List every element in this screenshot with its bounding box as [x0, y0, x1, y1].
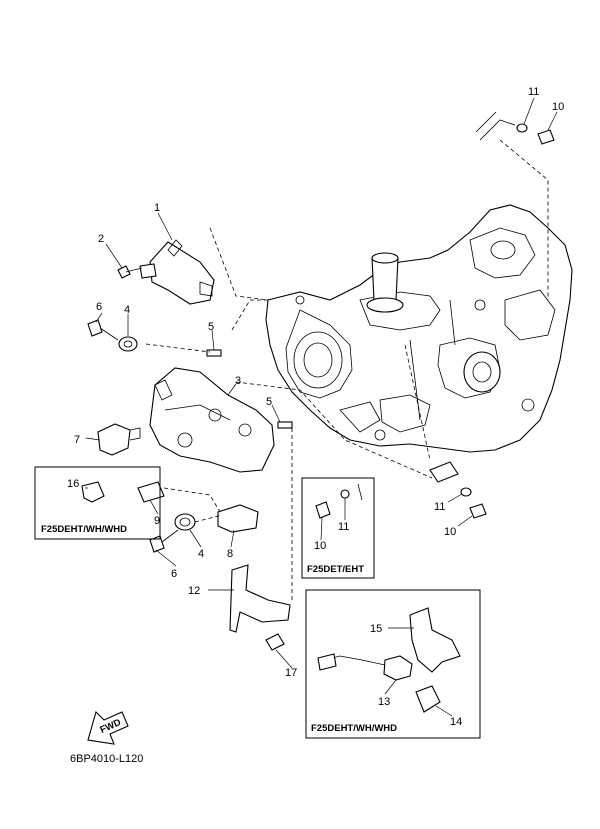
washer-11-right: [460, 487, 472, 497]
grommet-4-upper: [118, 336, 138, 352]
callout-15: 15: [370, 623, 382, 635]
variant-box-middle-title: F25DET/EHT: [307, 564, 364, 575]
variant-box-left: F25DEHT/WH/WHD: [34, 466, 161, 540]
assembly-lines: [145, 139, 549, 600]
bracket-plate: [149, 367, 275, 473]
fwd-arrow: FWD: [87, 710, 129, 745]
callout-7: 7: [74, 434, 80, 446]
bolt-6-lower: [149, 529, 179, 553]
bracket-12: [229, 564, 291, 633]
callout-8: 8: [227, 548, 233, 560]
callout-11-right: 11: [434, 501, 445, 513]
callout-10-middle: 10: [314, 540, 326, 552]
callout-5-upper: 5: [208, 321, 214, 333]
bracket-15: [409, 607, 461, 673]
engine-block: [265, 204, 573, 453]
ignition-coil: [139, 239, 215, 305]
bolt-17: [265, 633, 285, 651]
callout-5-middle: 5: [266, 396, 272, 408]
diagram-code: 6BP4010-L120: [70, 753, 143, 765]
clamp-7: [97, 423, 141, 456]
callout-3: 3: [235, 375, 241, 387]
grommet-4-lower: [174, 513, 196, 531]
callout-4-lower: 4: [198, 548, 204, 560]
bolt-10-top: [537, 129, 555, 145]
callout-9: 9: [154, 515, 160, 527]
variant-box-left-title: F25DEHT/WH/WHD: [41, 524, 127, 535]
bolt-10-right: [469, 503, 487, 519]
callout-13: 13: [378, 696, 390, 708]
callout-6-lower: 6: [171, 568, 177, 580]
sensor-13: [383, 655, 413, 681]
clip-14: [415, 685, 441, 713]
connector-9: [137, 481, 165, 503]
ground-clip-right: [429, 461, 459, 483]
variant-box-bottom-right: F25DEHT/WH/WHD: [305, 589, 481, 739]
callout-10-top: 10: [552, 101, 564, 113]
variant-box-bottom-right-title: F25DEHT/WH/WHD: [311, 723, 397, 734]
callout-17: 17: [285, 667, 297, 679]
pin-5-middle: [277, 421, 293, 429]
rectifier-8: [217, 504, 259, 533]
variant-box-middle: F25DET/EHT: [301, 477, 375, 579]
washer-11-middle: [340, 489, 350, 499]
washer-11-top: [516, 123, 528, 133]
bolt-10-middle: [315, 501, 331, 519]
ground-lead-top: [475, 111, 516, 141]
bolt-6-upper: [87, 319, 119, 341]
clip-16: [81, 481, 105, 503]
leader-lines: [85, 97, 558, 717]
callout-12: 12: [188, 585, 200, 597]
callout-11-middle: 11: [338, 521, 349, 533]
callout-14: 14: [450, 716, 462, 728]
callout-4-upper: 4: [124, 304, 130, 316]
callout-labels: 1 2 3 4 4 5 5 6 6 7 8 9 10 10 10 11 11 1…: [67, 86, 564, 728]
callout-10-right: 10: [444, 526, 456, 538]
bolt-2: [117, 265, 143, 279]
callout-11-top: 11: [528, 86, 539, 98]
pin-5-upper: [206, 349, 222, 357]
callout-16: 16: [67, 478, 79, 490]
callout-2: 2: [98, 233, 104, 245]
callout-1: 1: [154, 202, 160, 214]
callout-6-upper: 6: [96, 301, 102, 313]
